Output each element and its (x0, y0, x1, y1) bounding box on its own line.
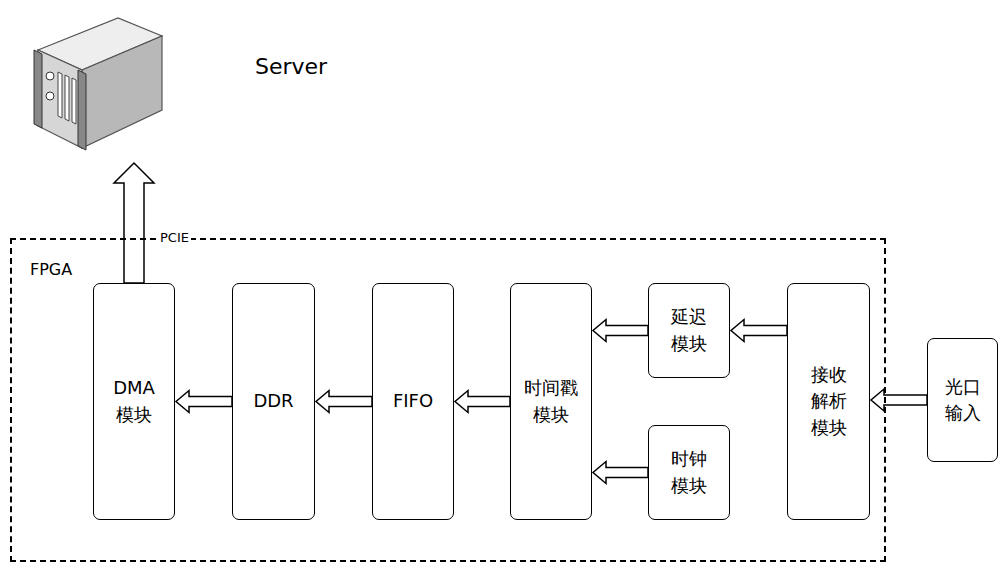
fifo-box: FIFO (372, 283, 454, 520)
clock-box: 时钟 模块 (648, 425, 730, 520)
delay-box: 延迟 模块 (648, 283, 730, 378)
node-label: FPGA (30, 260, 72, 279)
hollow-arrow (731, 320, 787, 342)
server-icon (30, 10, 170, 162)
server: Server (30, 10, 360, 162)
hollow-arrow (114, 163, 154, 283)
bus-label: PCIE (158, 230, 191, 245)
hollow-arrow (593, 462, 648, 484)
node-label: 光口 输入 (936, 374, 989, 426)
parse-box: 接收 解析 模块 (787, 283, 870, 520)
fpga-region: FPGA DMA 模块 DDR FIFO 时间戳 模块 延迟 模块时钟 模块 接收 解析 模… (10, 238, 886, 562)
hollow-arrow (316, 391, 372, 413)
node-label: FIFO (393, 388, 433, 414)
node-label: 时钟 模块 (657, 446, 721, 498)
timestamp-box: 时间戳 模块 (510, 283, 592, 520)
node-label: Server (255, 54, 327, 79)
node-label: 时间戳 模块 (519, 375, 583, 427)
hollow-arrow (455, 391, 510, 413)
node-label: DMA 模块 (102, 375, 166, 427)
node-label: 延迟 模块 (657, 304, 721, 356)
node-label: DDR (253, 388, 293, 414)
hollow-arrow (593, 320, 648, 342)
ddr-box: DDR (232, 283, 315, 520)
hollow-arrow (176, 391, 232, 413)
dma-box: DMA 模块 (93, 283, 175, 520)
optical-input-box: 光口 输入 (927, 338, 998, 462)
hollow-arrow (871, 389, 927, 411)
node-label: 接收 解析 模块 (796, 362, 861, 440)
